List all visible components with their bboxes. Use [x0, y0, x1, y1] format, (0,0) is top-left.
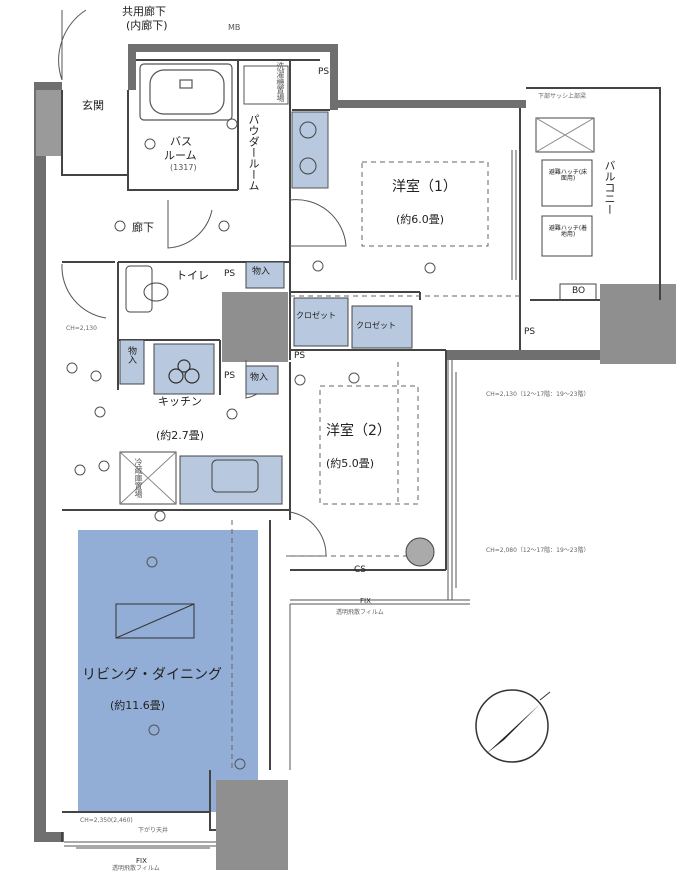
corridor-sub-label: (内廊下) — [126, 19, 168, 32]
balcony-box-cross — [535, 117, 595, 153]
ch-y2-label: CH=2,080（12〜17階：19〜23階） — [486, 547, 590, 554]
bath-label-3: (1317) — [170, 163, 197, 172]
fix-tag-1: FIX — [360, 597, 371, 605]
bo-box — [559, 283, 597, 301]
sagari-bench-label: 下部サッシ上部梁 — [538, 93, 587, 100]
interior-walls — [61, 59, 661, 842]
hatch-upper — [541, 159, 593, 207]
washer-label: 洗濯機置場 — [276, 62, 285, 102]
hallway-label: 廊下 — [132, 221, 154, 234]
toilet-label: トイレ — [176, 269, 209, 282]
refrigerator-space — [119, 451, 177, 505]
ps-tag-2: PS — [224, 269, 236, 279]
storage-tag-2: 物入 — [250, 373, 269, 383]
hatch-lower — [541, 215, 593, 257]
mb-label: MB — [228, 23, 241, 32]
ceiling-lights — [66, 118, 436, 770]
sink-bowls — [299, 121, 317, 175]
youshitsu1-size: (約6.0畳) — [396, 213, 445, 226]
ps-tag-5: PS — [524, 327, 536, 337]
storage-tag-3: 物入 — [126, 346, 136, 364]
living-floor-notch — [78, 760, 210, 812]
storage-toilet — [245, 261, 285, 289]
youshitsu1-label: 洋室（1） — [392, 179, 457, 195]
burners — [168, 359, 200, 384]
windows — [64, 150, 517, 849]
powder-room-label: パウダールーム — [247, 114, 260, 191]
washbasin-counter — [291, 111, 329, 189]
fix-tag-2: FIX — [136, 857, 147, 865]
glass-film-label-1: 透明飛散フィルム — [336, 609, 384, 616]
closet-tag-1: クロゼット — [296, 311, 336, 320]
ps-tag-4: PS — [294, 351, 306, 361]
ch-entry-label: CH=2,130 — [66, 325, 97, 332]
column-bottom — [216, 780, 288, 870]
compass — [475, 689, 551, 763]
bathtub — [139, 63, 233, 121]
column-balcony — [600, 284, 676, 364]
closet-tag-2: クロゼット — [356, 321, 396, 330]
bath-label-1: バス — [170, 135, 192, 148]
kitchen-sink — [211, 459, 259, 493]
balcony-label: バルコニー — [603, 160, 616, 215]
living-label: リビング・ダイニング — [82, 667, 222, 683]
storage-kitchen — [245, 365, 279, 395]
washer-pan — [243, 65, 289, 105]
corridor-label: 共用廊下 — [122, 5, 166, 18]
hatch-tag-2: 避難ハッチ(着地用) — [548, 225, 588, 238]
cs-tag: CS — [354, 565, 366, 575]
ps-tag-1: PS — [318, 67, 330, 77]
door-swings — [58, 9, 347, 557]
sagari-label: 下がり天井 — [138, 827, 169, 834]
ceiling-lines — [231, 161, 520, 770]
kitchen-counter — [179, 455, 283, 505]
round-pipe — [405, 537, 435, 567]
living-ceiling-diag — [115, 603, 195, 639]
living-size: (約11.6畳) — [110, 699, 166, 712]
ps-tag-3: PS — [224, 371, 236, 381]
bo-tag: BO — [572, 286, 586, 296]
refrigerator-label: 冷蔵庫置場 — [134, 458, 143, 498]
ch-living-label: CH=2,350(2,460) — [80, 817, 133, 824]
cooktop — [153, 343, 215, 395]
ch-y1-label: CH=2,130（12〜17階：19〜23階） — [486, 391, 590, 398]
glass-film-label-2: 透明飛散フィルム — [112, 865, 160, 872]
column-entry — [36, 90, 62, 156]
hatch-tag-1: 避難ハッチ(床面用) — [548, 169, 588, 182]
bath-label-2: ルーム — [164, 149, 197, 162]
storage-left — [119, 339, 145, 385]
column-center — [222, 292, 288, 362]
balcony-box — [535, 117, 595, 153]
kitchen-label: キッチン — [158, 395, 202, 408]
closet-1 — [293, 297, 349, 347]
kitchen-size: (約2.7畳) — [156, 429, 205, 442]
closet-2 — [351, 305, 413, 349]
storage-tag-1: 物入 — [252, 267, 271, 277]
youshitsu2-size: (約5.0畳) — [326, 457, 375, 470]
outer-walls — [34, 44, 636, 842]
toilet-fixture — [125, 265, 169, 313]
genkan-label: 玄関 — [82, 99, 104, 112]
youshitsu2-label: 洋室（2） — [326, 423, 391, 439]
refrigerator-cross — [119, 451, 177, 505]
living-ceiling-box — [115, 603, 195, 639]
